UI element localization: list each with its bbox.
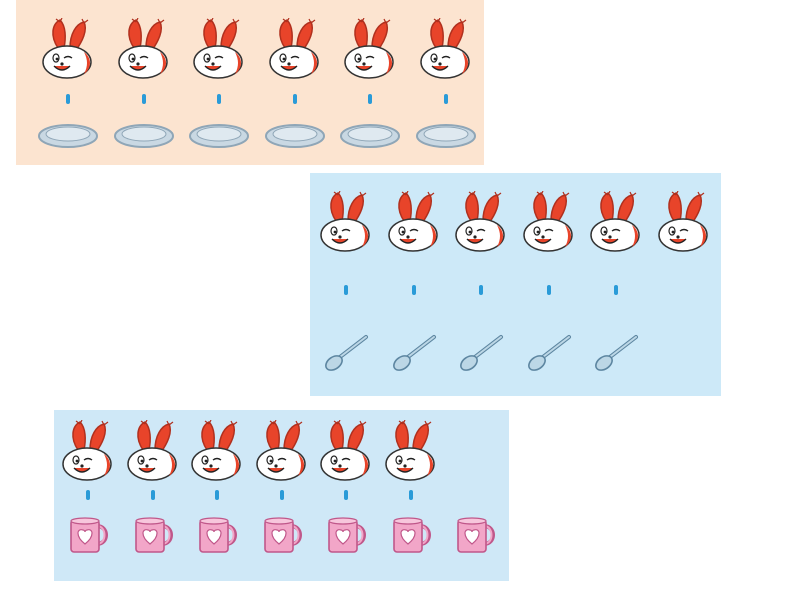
- rabbit-icon: [318, 420, 374, 482]
- rabbit-icon: [254, 420, 310, 482]
- link-dot: [150, 490, 155, 500]
- link-dot: [279, 490, 284, 500]
- spoon-icon: [322, 333, 370, 373]
- spoon-icon: [592, 333, 640, 373]
- plate-icon: [339, 120, 401, 150]
- rabbit-icon: [125, 420, 181, 482]
- rabbit-icon: [386, 191, 442, 253]
- cup-icon: [261, 514, 303, 556]
- cup-icon: [67, 514, 109, 556]
- plate-icon: [264, 120, 326, 150]
- rabbit-icon: [116, 18, 172, 80]
- panel-rabbits-spoons: [310, 173, 721, 396]
- link-dot: [546, 285, 551, 295]
- link-dot: [217, 94, 221, 104]
- panel-rabbits-plates: [16, 0, 484, 165]
- link-dot: [443, 94, 448, 104]
- plate-icon: [113, 120, 175, 150]
- rabbit-icon: [342, 18, 398, 80]
- rabbit-icon: [189, 420, 245, 482]
- spoon-icon: [457, 333, 505, 373]
- rabbit-icon: [656, 191, 712, 253]
- link-dot: [344, 490, 348, 500]
- cup-icon: [132, 514, 174, 556]
- link-dot: [215, 490, 219, 500]
- cup-icon: [196, 514, 238, 556]
- rabbit-icon: [383, 420, 439, 482]
- rabbit-icon: [588, 191, 644, 253]
- rabbit-icon: [60, 420, 116, 482]
- rabbit-icon: [191, 18, 247, 80]
- link-dot: [66, 94, 70, 104]
- link-dot: [344, 285, 348, 295]
- rabbit-icon: [453, 191, 509, 253]
- link-dot: [479, 285, 483, 295]
- cup-icon: [454, 514, 496, 556]
- plate-icon: [188, 120, 250, 150]
- link-dot: [86, 490, 90, 500]
- link-dot: [292, 94, 297, 104]
- rabbit-icon: [40, 18, 96, 80]
- link-dot: [411, 285, 416, 295]
- spoon-icon: [390, 333, 438, 373]
- link-dot: [368, 94, 372, 104]
- cup-icon: [325, 514, 367, 556]
- link-dot: [408, 490, 413, 500]
- panel-rabbits-cups: [54, 410, 509, 581]
- rabbit-icon: [418, 18, 474, 80]
- spoon-icon: [525, 333, 573, 373]
- link-dot: [614, 285, 618, 295]
- link-dot: [141, 94, 146, 104]
- rabbit-icon: [318, 191, 374, 253]
- cup-icon: [390, 514, 432, 556]
- rabbit-icon: [267, 18, 323, 80]
- plate-icon: [37, 120, 99, 150]
- plate-icon: [415, 120, 477, 150]
- rabbit-icon: [521, 191, 577, 253]
